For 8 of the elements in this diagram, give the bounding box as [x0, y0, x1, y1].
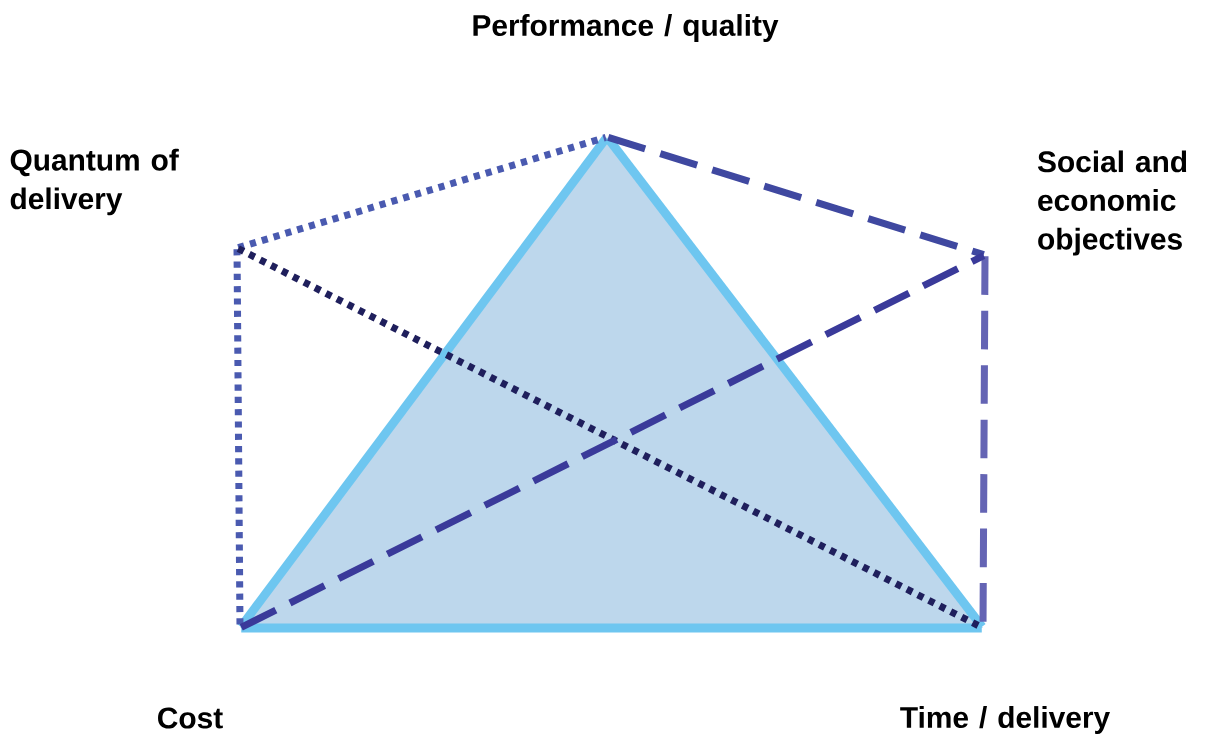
connector-line [237, 134, 607, 251]
vertex-label: Quantum of delivery [10, 148, 179, 216]
vertex-label: Performance / quality [473, 14, 779, 42]
vertex-label: Time / delivery [900, 706, 1110, 734]
vertex-label: Cost [158, 707, 223, 729]
connector-line [607, 134, 985, 258]
connector-line [241, 623, 982, 633]
vertex-label: Social and economic objectives [1037, 150, 1187, 256]
